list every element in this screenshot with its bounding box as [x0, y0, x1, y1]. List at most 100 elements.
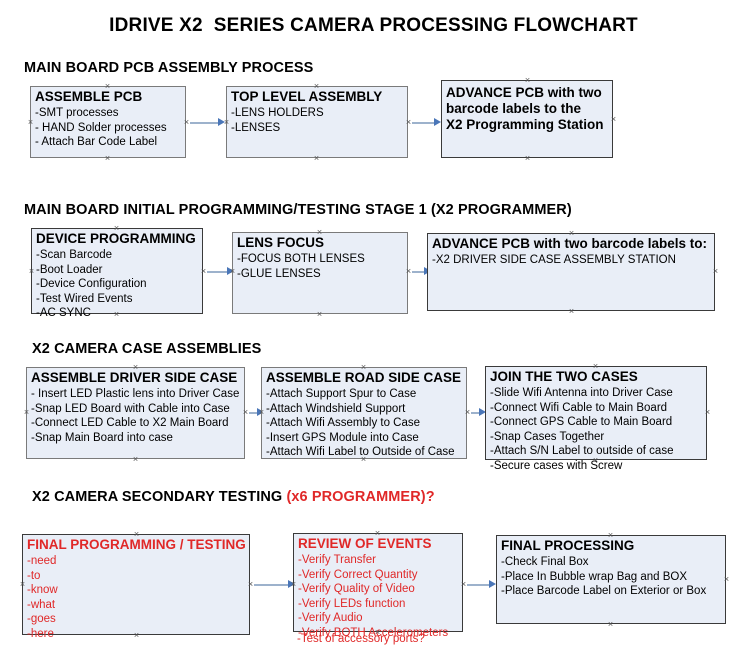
box-title: ASSEMBLE PCB [35, 89, 143, 104]
connection-handle[interactable] [360, 456, 367, 463]
box-line: -Connect Wifi Cable to Main Board [490, 401, 668, 414]
connection-handle[interactable] [316, 311, 323, 318]
connection-handle[interactable] [524, 155, 531, 162]
box-line: -FOCUS BOTH LENSES [237, 253, 365, 265]
connection-handle[interactable] [104, 83, 111, 90]
box-line: -Place In Bubble wrap Bag and BOX [501, 570, 688, 583]
connection-handle[interactable] [723, 576, 730, 583]
box-line: -Verify LEDs function [298, 597, 406, 610]
box-advance-pcb-programming-station[interactable]: ADVANCE PCB with two barcode labels to t… [441, 80, 613, 158]
box-final-programming-testing[interactable]: FINAL PROGRAMMING / TESTING -need -to -k… [22, 534, 250, 640]
box-advance-pcb-driver-side[interactable]: ADVANCE PCB with two barcode labels to: … [427, 233, 715, 311]
box-line: - HAND Solder processes [35, 121, 167, 134]
box-line: -Verify Audio [298, 612, 363, 624]
box-device-programming[interactable]: DEVICE PROGRAMMING -Scan Barcode -Boot L… [31, 228, 203, 319]
box-line: -Attach Support Spur to Case [266, 388, 417, 400]
box-line: -Snap Cases Together [490, 430, 605, 443]
connector-arrow-icon [218, 118, 225, 126]
connection-handle[interactable] [524, 77, 531, 84]
connection-handle[interactable] [592, 363, 599, 370]
connection-handle[interactable] [132, 456, 139, 463]
connection-handle[interactable] [313, 155, 320, 162]
box-line: -GLUE LENSES [237, 267, 321, 280]
box-line: -Check Final Box [501, 556, 589, 568]
connection-handle[interactable] [133, 531, 140, 538]
box-line: -to [27, 569, 41, 582]
connector-line [471, 412, 481, 414]
box-line: -Place Barcode Label on Exterior or Box [501, 585, 707, 597]
connector-line [207, 271, 229, 273]
connection-handle[interactable] [247, 581, 254, 588]
box-title: ASSEMBLE ROAD SIDE CASE [266, 370, 462, 385]
connection-handle[interactable] [568, 308, 575, 315]
connection-handle[interactable] [313, 83, 320, 90]
section-heading-text: X2 CAMERA CASE ASSEMBLIES [32, 341, 262, 357]
connection-handle[interactable] [113, 225, 120, 232]
box-line: -SMT processes [35, 107, 119, 119]
box-title: REVIEW OF EVENTS [298, 536, 432, 551]
box-title: FINAL PROGRAMMING / TESTING [27, 537, 246, 552]
box-review-of-events[interactable]: REVIEW OF EVENTS -Verify Transfer -Verif… [293, 533, 463, 639]
box-line: -AC SYNC [36, 307, 91, 319]
box-line: -Attach Wifi Label to Outside of Case [266, 446, 455, 458]
connection-handle[interactable] [242, 409, 249, 416]
box-line: -X2 DRIVER SIDE CASE ASSEMBLY STATION [432, 254, 676, 266]
connector-line [412, 122, 436, 124]
connection-handle[interactable] [27, 119, 34, 126]
connection-handle[interactable] [229, 268, 236, 275]
connection-handle[interactable] [712, 268, 719, 275]
connection-handle[interactable] [200, 268, 207, 275]
connection-handle[interactable] [704, 409, 711, 416]
box-overflow-line: -Test of accessory ports? [297, 633, 425, 645]
connection-handle[interactable] [113, 311, 120, 318]
box-line: -Snap LED Board with Cable into Case [31, 402, 230, 415]
box-lens-focus[interactable]: LENS FOCUS -FOCUS BOTH LENSES -GLUE LENS… [232, 232, 408, 314]
connection-handle[interactable] [132, 364, 139, 371]
connection-handle[interactable] [28, 268, 35, 275]
connection-handle[interactable] [19, 581, 26, 588]
connection-handle[interactable] [568, 230, 575, 237]
box-title: ADVANCE PCB with two barcode labels to: [432, 236, 708, 251]
connection-handle[interactable] [23, 409, 30, 416]
connection-handle[interactable] [104, 155, 111, 162]
connector-line [190, 122, 220, 124]
connection-handle[interactable] [133, 632, 140, 639]
box-assemble-pcb[interactable]: ASSEMBLE PCB -SMT processes - HAND Solde… [30, 86, 186, 158]
box-line: -Attach S/N Label to outside of case [490, 445, 674, 457]
box-line: -Boot Loader [36, 263, 103, 276]
connection-handle[interactable] [610, 116, 617, 123]
connection-handle[interactable] [316, 229, 323, 236]
connection-handle[interactable] [290, 581, 297, 588]
connection-handle[interactable] [183, 119, 190, 126]
connector-line [254, 584, 290, 586]
connection-handle[interactable] [258, 409, 265, 416]
connection-handle[interactable] [374, 629, 381, 636]
section-heading-text: MAIN BOARD PCB ASSEMBLY PROCESS [24, 60, 314, 76]
connector-line [249, 412, 259, 414]
box-line: -Attach Wifi Assembly to Case [266, 417, 421, 429]
box-line: - Attach Bar Code Label [35, 136, 158, 148]
box-line: -Verify Transfer [298, 554, 376, 566]
connection-handle[interactable] [460, 581, 467, 588]
connection-handle[interactable] [405, 119, 412, 126]
box-line: -goes [27, 613, 56, 625]
connection-handle[interactable] [374, 530, 381, 537]
connection-handle[interactable] [592, 457, 599, 464]
box-assemble-road-side-case[interactable]: ASSEMBLE ROAD SIDE CASE -Attach Support … [261, 367, 467, 459]
connection-handle[interactable] [223, 119, 230, 126]
box-join-the-two-cases[interactable]: JOIN THE TWO CASES -Slide Wifi Antenna i… [485, 366, 707, 472]
box-title: DEVICE PROGRAMMING [36, 231, 196, 246]
box-final-processing[interactable]: FINAL PROCESSING -Check Final Box -Place… [496, 535, 726, 624]
box-assemble-driver-side-case[interactable]: ASSEMBLE DRIVER SIDE CASE - Insert LED P… [26, 367, 245, 459]
box-top-level-assembly[interactable]: TOP LEVEL ASSEMBLY -LENS HOLDERS -LENSES [226, 86, 408, 158]
connection-handle[interactable] [464, 409, 471, 416]
box-line: -Attach Windshield Support [266, 402, 406, 415]
section-heading-accent: (x6 PROGRAMMER)? [286, 489, 435, 505]
connector-line [467, 584, 491, 586]
connection-handle[interactable] [405, 268, 412, 275]
connection-handle[interactable] [607, 532, 614, 539]
connection-handle[interactable] [360, 364, 367, 371]
box-line: -Insert GPS Module into Case [266, 431, 419, 444]
connection-handle[interactable] [607, 621, 614, 628]
